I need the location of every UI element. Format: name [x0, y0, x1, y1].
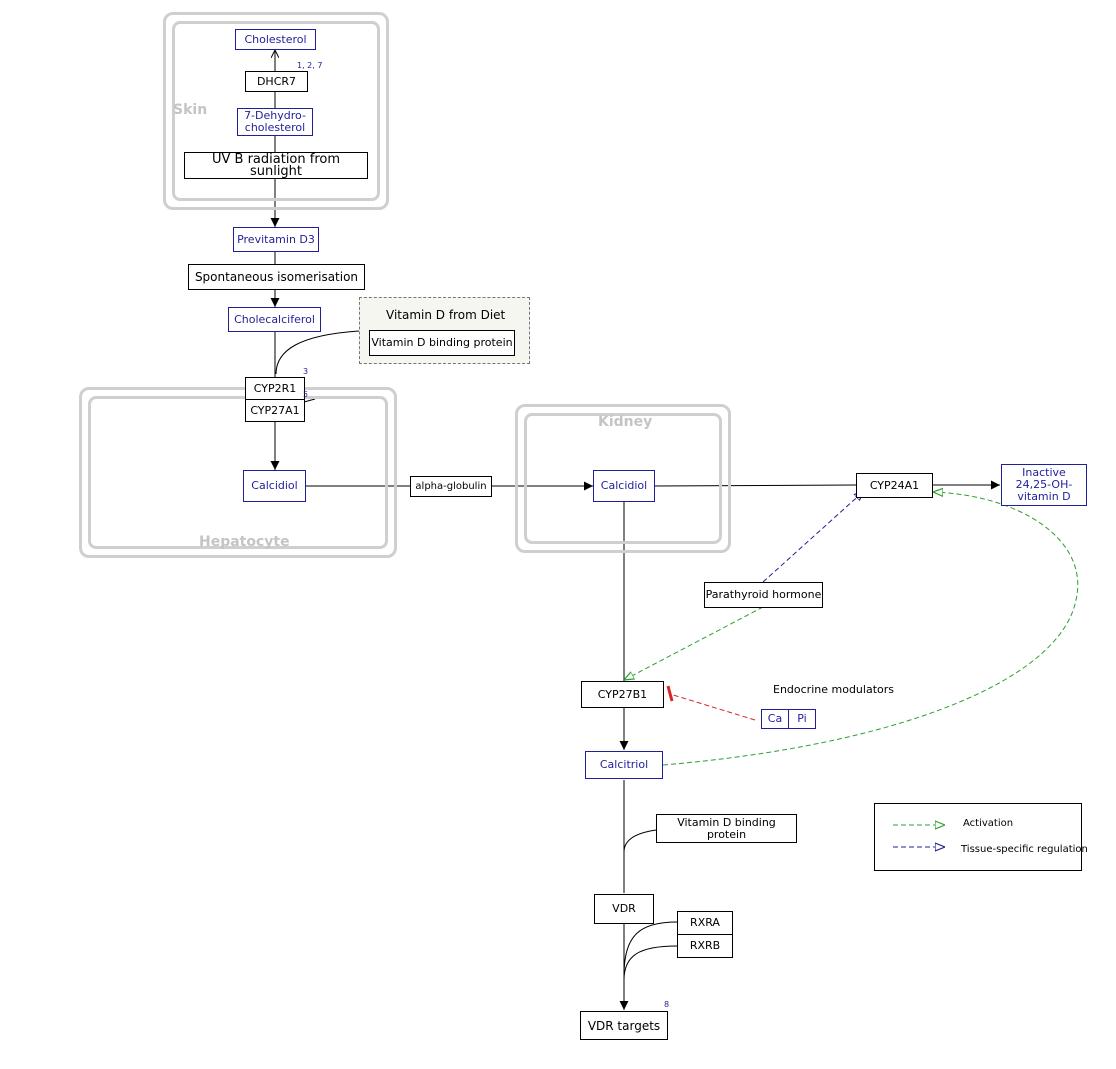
ref-cyp27a1[interactable]: 5 [303, 390, 309, 399]
edge-calcidiol-cyp24a1 [654, 484, 857, 487]
node-calcidiol-kidney[interactable]: Calcidiol [593, 470, 655, 502]
skin-label: Skin [173, 102, 208, 118]
node-calcitriol[interactable]: Calcitriol [585, 751, 663, 779]
kidney-label: Kidney [598, 414, 653, 430]
skin-compartment [163, 12, 389, 210]
edge-vdbp-vdr [623, 829, 657, 853]
node-rxrb[interactable]: RXRB [677, 934, 733, 958]
ref-vdr-targets[interactable]: 8 [664, 1000, 670, 1009]
node-previtamin-d3[interactable]: Previtamin D3 [233, 227, 319, 252]
ref-dhcr7[interactable]: 1, 2, 7 [297, 61, 323, 70]
node-cyp2r1[interactable]: CYP2R1 [245, 377, 305, 400]
edge-pth-cyp27b1 [624, 606, 764, 680]
endocrine-modulators-label: Endocrine modulators [773, 683, 894, 696]
hepatocyte-compartment [79, 387, 397, 558]
node-calcidiol-hepatocyte[interactable]: Calcidiol [243, 470, 306, 502]
node-vitamin-d-binding-protein-diet[interactable]: Vitamin D binding protein [369, 330, 515, 356]
node-inactive-24-25-oh-vitamin-d[interactable]: Inactive 24,25-OH- vitamin D [1001, 464, 1087, 506]
diet-group-title: Vitamin D from Diet [386, 308, 506, 322]
edge-ca-inhibits-cyp27b1 [669, 693, 756, 721]
node-cholecalciferol[interactable]: Cholecalciferol [228, 307, 321, 332]
ref-cyp2r1[interactable]: 3 [303, 367, 309, 376]
edge-rxra-targets [623, 921, 678, 976]
legend-tissue-specific-label: Tissue-specific regulation [961, 844, 1088, 855]
edge-pth-cyp24a1 [762, 491, 864, 583]
node-vdr[interactable]: VDR [594, 894, 654, 924]
legend-activation-label: Activation [963, 818, 1014, 829]
node-dhcr7[interactable]: DHCR7 [245, 71, 308, 92]
node-cyp27b1[interactable]: CYP27B1 [581, 681, 664, 708]
edge-diet-binding [275, 330, 360, 375]
inhibition-bar [666, 685, 674, 702]
node-cyp24a1[interactable]: CYP24A1 [856, 473, 933, 498]
legend: Activation Tissue-specific regulation [874, 803, 1088, 871]
edge-rxrb-targets [623, 945, 678, 981]
node-spontaneous-isomerisation[interactable]: Spontaneous isomerisation [188, 264, 365, 290]
node-alpha-globulin[interactable]: alpha-globulin [410, 476, 492, 497]
node-parathyroid-hormone[interactable]: Parathyroid hormone [704, 582, 823, 608]
node-ca[interactable]: Ca [761, 709, 789, 729]
hepatocyte-label: Hepatocyte [199, 534, 290, 550]
node-rxra[interactable]: RXRA [677, 911, 733, 935]
node-pi[interactable]: Pi [788, 709, 816, 729]
edge-cyp2r1-cyp27a1-link [303, 398, 316, 403]
node-vdr-targets[interactable]: VDR targets [580, 1011, 668, 1040]
node-uvb-radiation[interactable]: UV B radiation from sunlight [184, 152, 368, 179]
kidney-compartment [515, 404, 731, 553]
node-cyp27a1[interactable]: CYP27A1 [245, 399, 305, 422]
node-vitamin-d-binding-protein[interactable]: Vitamin D binding protein [656, 814, 797, 843]
node-7-dehydrocholesterol[interactable]: 7-Dehydro- cholesterol [237, 108, 313, 136]
node-cholesterol[interactable]: Cholesterol [235, 29, 316, 50]
edge-calcitriol-cyp24a1 [662, 492, 1079, 766]
legend-swatches [893, 804, 945, 870]
